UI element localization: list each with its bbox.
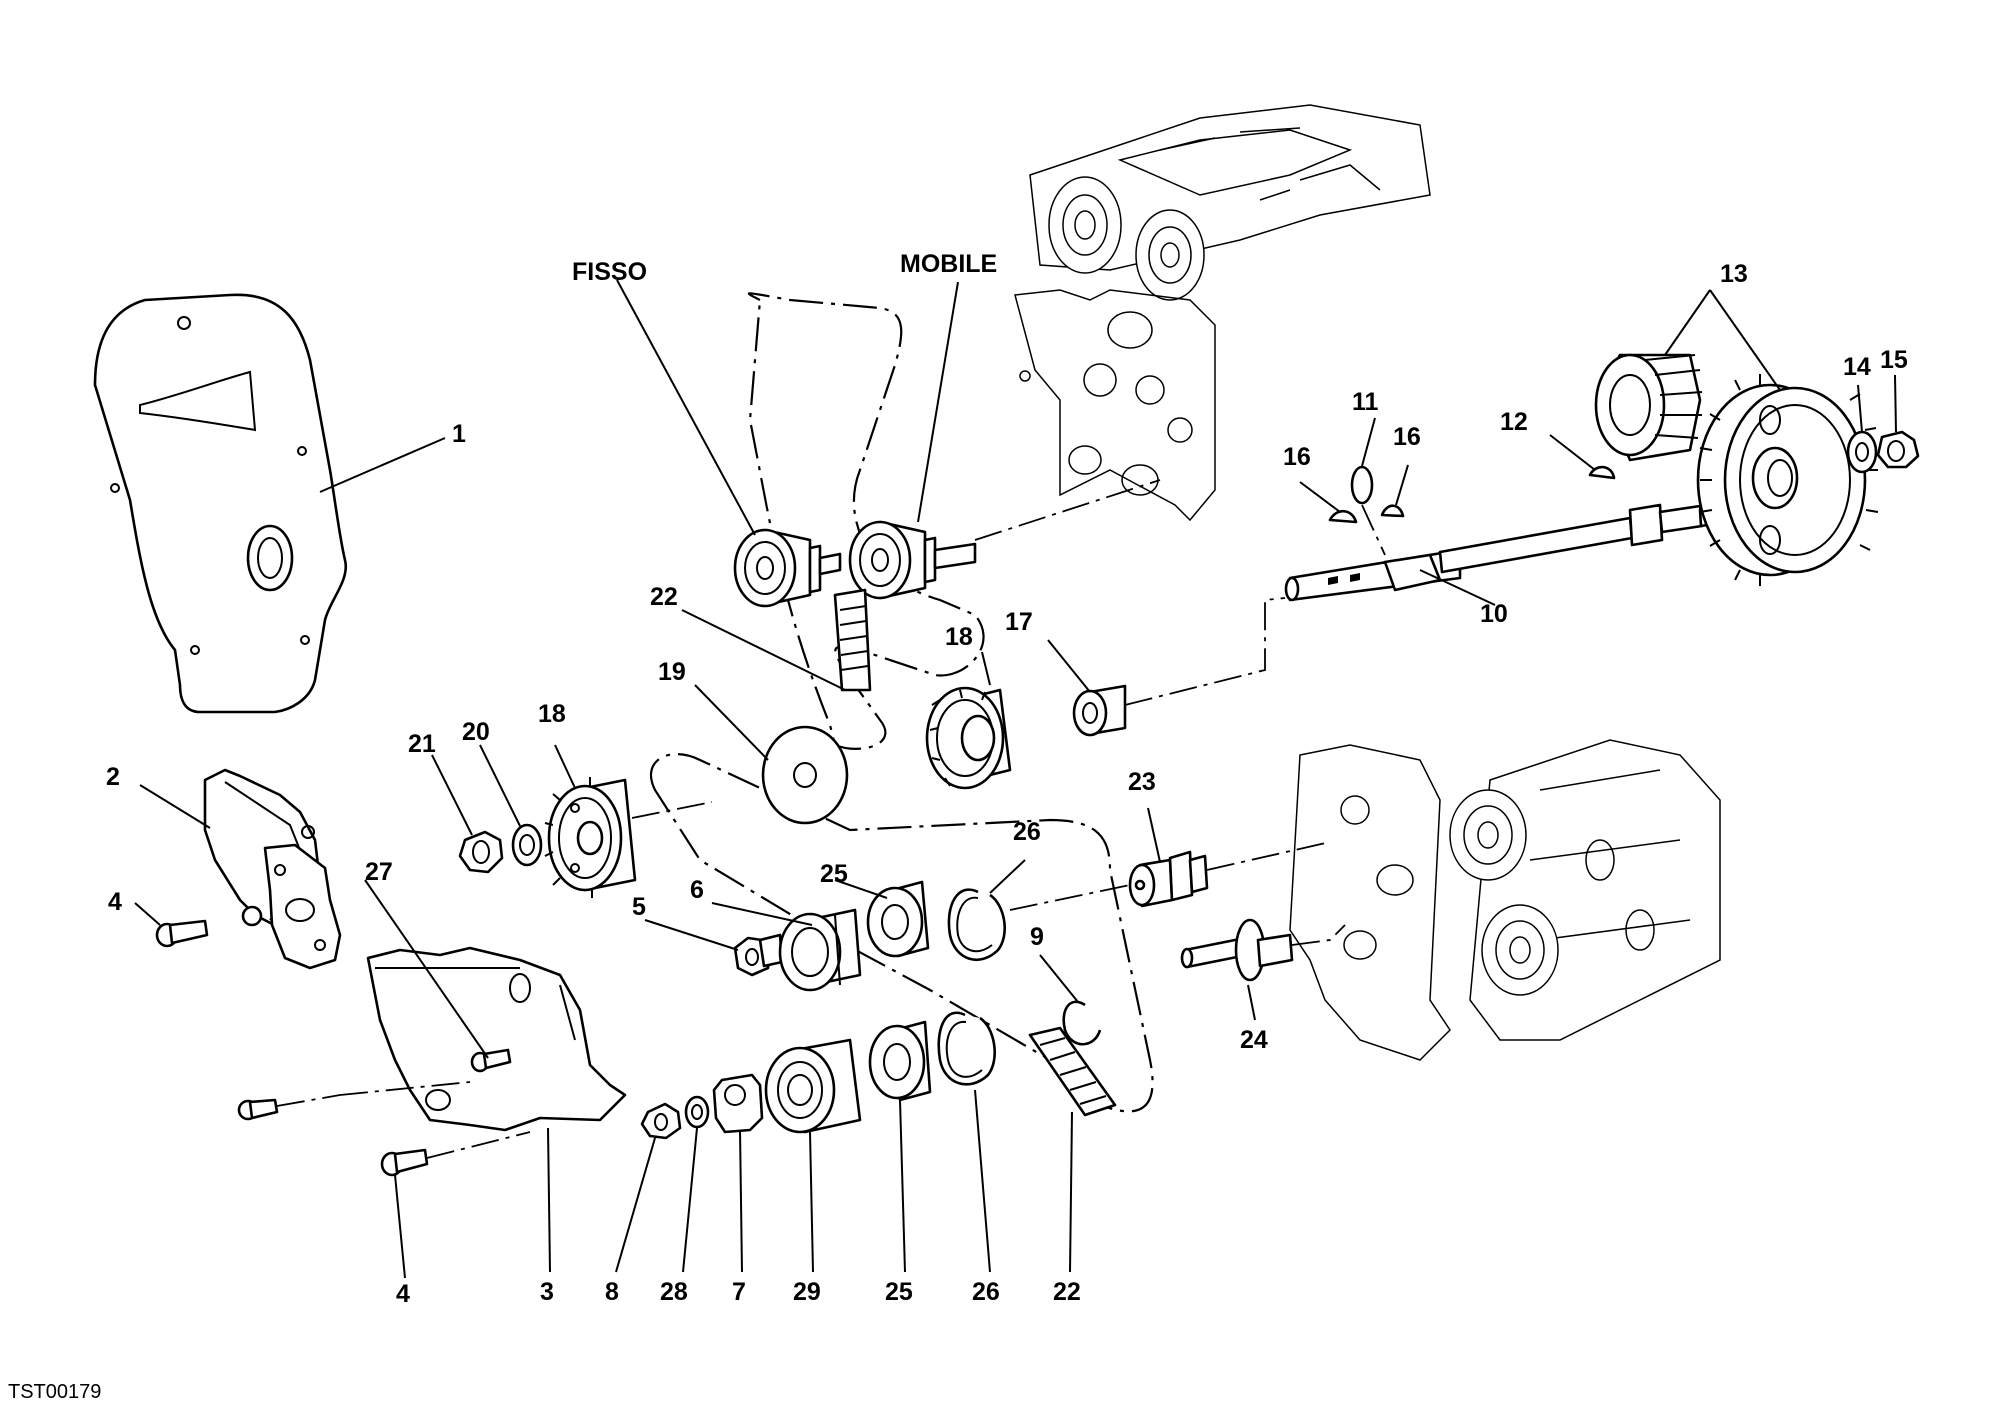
stud-part-27 [470,1048,512,1073]
center-line-idler [1009,884,1131,911]
label-20: 20 [462,718,490,746]
label-14: 14 [1843,353,1871,381]
drawing-code: TST00179 [8,1381,101,1403]
gear-part-13-small [1594,353,1703,462]
mobile-tensioner-pulley [848,479,1161,600]
timing-belt-segment-lower [1028,1026,1117,1117]
toothed-pulley-lower [544,777,637,898]
label-8: 8 [605,1278,619,1306]
label-25-upper: 25 [820,860,848,888]
stud-part-24 [1180,918,1294,982]
ghost-cylinder-block-middle [1014,289,1216,522]
fixed-tensioner-pulley [733,528,842,608]
label-17: 17 [1005,608,1033,636]
label-16-left: 16 [1283,443,1311,471]
seal-part-17 [1072,684,1127,737]
label-24: 24 [1240,1026,1268,1054]
label-7: 7 [732,1278,746,1306]
screw-part-4-lower [380,1131,531,1177]
upper-timing-belt-path [747,292,985,750]
ghost-cylinder-head-lower [1289,739,1721,1061]
label-25-lower: 25 [885,1278,913,1306]
bolt-part-5 [733,933,784,977]
label-23: 23 [1128,768,1156,796]
circlip-part-11 [1350,465,1386,556]
snap-ring-part-26-upper [947,888,1006,961]
label-fisso: FISSO [572,258,647,286]
key-part-16-left [1328,509,1358,524]
center-line-24-head [1291,924,1346,946]
label-6: 6 [690,876,704,904]
screw-gasket [237,1081,471,1121]
nut-part-8 [640,1102,682,1140]
idler-pulley-part-29 [764,1038,862,1134]
label-16-right: 16 [1393,423,1421,451]
bearing-part-25-upper [866,880,930,958]
ghost-cylinder-head-top [1029,104,1431,301]
label-21: 21 [408,730,436,758]
label-27: 27 [365,858,393,886]
label-9: 9 [1030,923,1044,951]
label-1: 1 [452,420,466,448]
label-mobile: MOBILE [900,250,997,278]
center-line-lower-gear [631,801,713,819]
callout-labels: FISSO MOBILE 1 2 3 4 4 5 6 7 8 9 10 11 1… [106,250,1908,1308]
label-11: 11 [1352,388,1379,416]
timing-belt-cover-lower [366,946,627,1132]
label-2: 2 [106,763,120,791]
key-part-12 [1588,465,1616,480]
label-13: 13 [1720,260,1748,288]
label-15: 15 [1880,346,1908,374]
label-5: 5 [632,893,646,921]
bearing-part-25-lower [868,1020,932,1102]
spacer-part-7 [712,1073,764,1134]
gear-part-13-large [1696,374,1879,586]
label-18-lower: 18 [538,700,566,728]
washer-part-28 [684,1095,710,1129]
label-29: 29 [793,1278,821,1306]
leader-lines [134,279,1897,1279]
key-part-16-right [1380,504,1405,518]
label-18-upper: 18 [945,623,973,651]
label-10: 10 [1480,600,1508,628]
washer-part-20 [511,823,543,867]
label-19: 19 [658,658,686,686]
cover-gasket [263,843,342,970]
center-line-23-head [1206,841,1331,871]
nut-part-21 [458,830,504,874]
label-4-lower: 4 [396,1280,410,1308]
timing-belt-cover-upper [93,293,348,714]
timing-belt-segment-upper [833,588,872,692]
label-26-upper: 26 [1013,818,1041,846]
label-22-lower: 22 [1053,1278,1081,1306]
lower-timing-belt-path [649,753,1154,1113]
toothed-pulley-upper [925,686,1012,790]
label-26-lower: 26 [972,1278,1000,1306]
label-22-upper: 22 [650,583,678,611]
label-12: 12 [1500,408,1528,436]
label-28: 28 [660,1278,688,1306]
idler-pin-part-23 [1128,850,1209,908]
washer-part-14 [1846,430,1878,474]
snap-ring-part-26-lower [937,1011,996,1086]
idler-pulley-part-6 [778,908,862,992]
label-4-upper: 4 [108,888,122,916]
nut-part-15 [1876,430,1920,469]
flange-washer-part-19 [761,725,849,825]
shaft-part-10 [1284,502,1741,602]
circlip-part-9 [1062,1000,1102,1046]
label-3: 3 [540,1278,554,1306]
screw-part-4-upper [155,905,263,948]
center-line-17-10 [1124,597,1286,706]
